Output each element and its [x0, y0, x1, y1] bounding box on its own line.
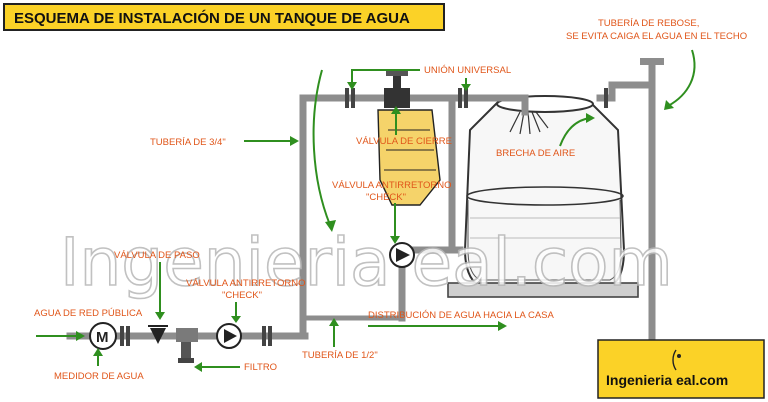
label-public-water: AGUA DE RED PÚBLICA — [34, 308, 143, 319]
check-valve-top-symbol — [389, 242, 415, 268]
label-filter: FILTRO — [244, 362, 277, 373]
label-check-valve-top-2: "CHECK" — [366, 192, 406, 203]
water-tank — [447, 95, 639, 298]
check-valve-bottom-symbol — [216, 323, 242, 349]
label-pipe-1-2: TUBERÍA DE 1/2" — [302, 350, 378, 361]
brand-box: Ingenieria eal.com — [597, 339, 765, 399]
label-universal-union: UNIÓN UNIVERSAL — [424, 65, 511, 76]
pipe-fittings — [120, 88, 608, 346]
label-distribution: DISTRIBUCIÓN DE AGUA HACIA LA CASA — [368, 310, 554, 321]
water-meter-symbol: M — [89, 322, 117, 350]
svg-text:M: M — [96, 329, 109, 346]
filter-symbol — [176, 328, 198, 363]
brand-text: Ingenieria eal.com — [606, 372, 728, 388]
label-air-gap: BRECHA DE AIRE — [496, 148, 575, 159]
label-water-meter: MEDIDOR DE AGUA — [54, 371, 144, 382]
label-shutoff-valve: VÁLVULA DE CIERRE — [356, 136, 452, 147]
tap-valve-symbol — [148, 325, 168, 344]
label-tap-valve: VÁLVULA DE PASO — [114, 250, 200, 261]
label-overflow-pipe: TUBERÍA DE REBOSE, — [598, 18, 699, 29]
pointer-arrows — [36, 49, 696, 372]
label-check-valve-top: VÁLVULA ANTIRRETORNO — [332, 180, 452, 191]
label-check-valve-bottom-2: "CHECK" — [222, 290, 262, 301]
watermark-text: Ingenieria eal.com — [60, 224, 673, 301]
label-overflow-pipe-detail: SE EVITA CAIGA EL AGUA EN EL TECHO — [566, 31, 747, 42]
title-box — [3, 3, 445, 31]
inlet-spray — [509, 111, 549, 135]
label-check-valve-bottom: VÁLVULA ANTIRRETORNO — [186, 278, 306, 289]
label-pipe-3-4: TUBERÍA DE 3/4" — [150, 137, 226, 148]
diagram-title: ESQUEMA DE INSTALACIÓN DE UN TANQUE DE A… — [14, 9, 410, 27]
shutoff-valve-symbol — [384, 70, 410, 108]
